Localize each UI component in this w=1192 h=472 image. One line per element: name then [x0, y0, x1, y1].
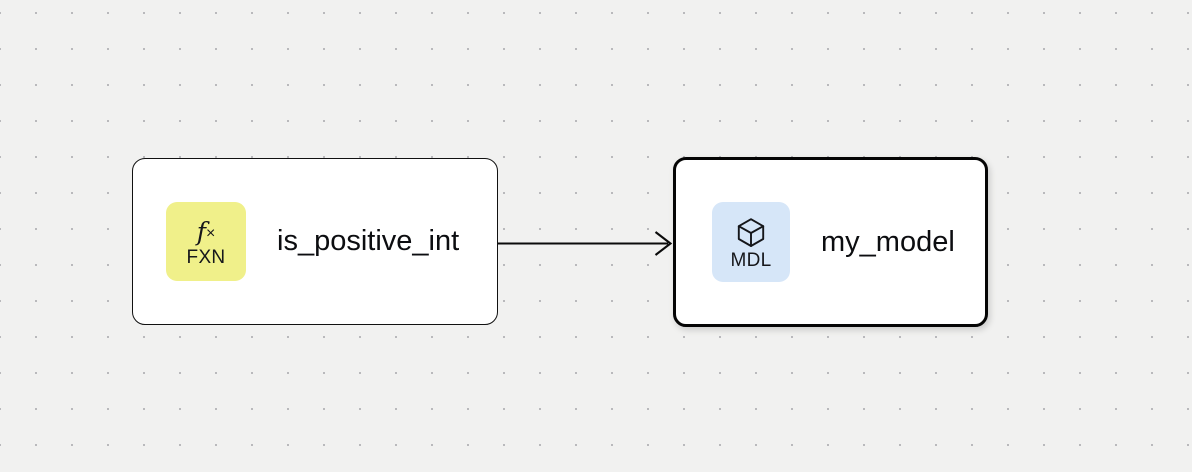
- function-icon: f×: [197, 217, 216, 247]
- function-icon-f: f: [196, 217, 206, 246]
- cube-icon: [734, 215, 768, 249]
- node-title: is_positive_int: [277, 225, 460, 257]
- node-type-badge-mdl: MDL: [712, 202, 790, 282]
- node-is_positive_int[interactable]: f× FXN is_positive_int: [132, 158, 498, 325]
- node-type-badge-fxn: f× FXN: [166, 202, 246, 281]
- node-title: my_model: [821, 225, 955, 258]
- node-type-label: FXN: [186, 246, 226, 268]
- edge-arrowhead-icon: [654, 231, 673, 256]
- function-icon-x: ×: [205, 224, 216, 242]
- cube-icon-svg: [737, 217, 765, 247]
- edge-is_positive_int-to-my_model[interactable]: [498, 231, 673, 256]
- node-type-label: MDL: [730, 249, 772, 271]
- node-my_model[interactable]: MDL my_model: [673, 157, 988, 327]
